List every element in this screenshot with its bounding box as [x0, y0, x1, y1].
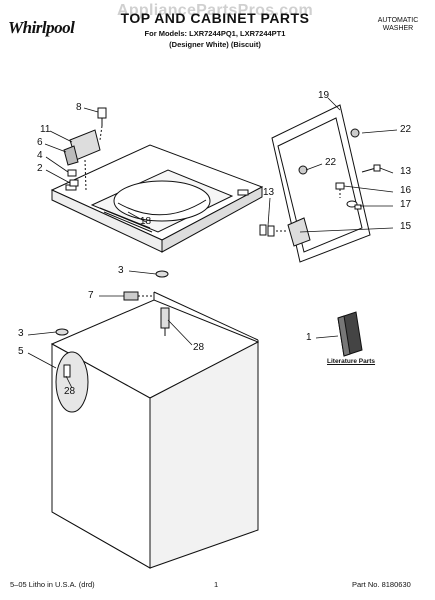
lid-switch-assembly: [63, 107, 107, 191]
callout-18: 18: [140, 216, 152, 227]
leader-lines: [27, 97, 398, 389]
product-type: AUTOMATIC WASHER: [368, 17, 428, 33]
brand-wordmark: Whirlpool: [8, 18, 75, 37]
callout-8: 8: [76, 102, 82, 113]
colors-line: (Designer White) (Biscuit): [169, 40, 261, 49]
models-line: For Models: LXR7244PQ1, LXR7244PT1: [144, 29, 286, 38]
callout-11: 11: [40, 124, 51, 135]
callout-1: 1: [306, 332, 312, 343]
callout-28-side: 28: [64, 386, 76, 397]
footer-page-number: 1: [214, 580, 219, 589]
footer-litho: 5–05 Litho in U.S.A. (drd): [10, 580, 95, 589]
product-line-2: WASHER: [382, 25, 414, 32]
callout-7: 7: [88, 290, 94, 301]
callout-13-left: 13: [263, 187, 275, 198]
callout-22-upper: 22: [400, 124, 412, 135]
callout-3-upper: 3: [118, 265, 124, 276]
washer-top-panel: [50, 144, 264, 253]
callout-2: 2: [37, 163, 43, 174]
callout-5: 5: [18, 346, 24, 357]
callout-15: 15: [400, 221, 412, 232]
callout-16: 16: [400, 185, 412, 196]
washer-cabinet: [50, 270, 260, 569]
callout-17: 17: [400, 199, 412, 210]
console-back-panel: [259, 104, 381, 263]
callout-28-cabinet: 28: [193, 342, 205, 353]
callout-22-lower: 22: [325, 157, 337, 168]
callout-13-right: 13: [400, 166, 412, 177]
literature-parts: [337, 311, 363, 357]
callout-3-lower: 3: [18, 328, 24, 339]
footer-part-number: Part No. 8180630: [352, 580, 411, 589]
literature-parts-label: Literature Parts: [327, 358, 376, 365]
callout-6: 6: [37, 137, 43, 148]
page-title: TOP AND CABINET PARTS: [120, 10, 310, 26]
callout-19: 19: [318, 90, 330, 101]
watermark: AppliancePartsPros.com: [117, 2, 313, 19]
brand-logo: Whirlpool: [8, 18, 86, 40]
callout-4: 4: [37, 150, 43, 161]
product-line-1: AUTOMATIC: [377, 17, 419, 24]
